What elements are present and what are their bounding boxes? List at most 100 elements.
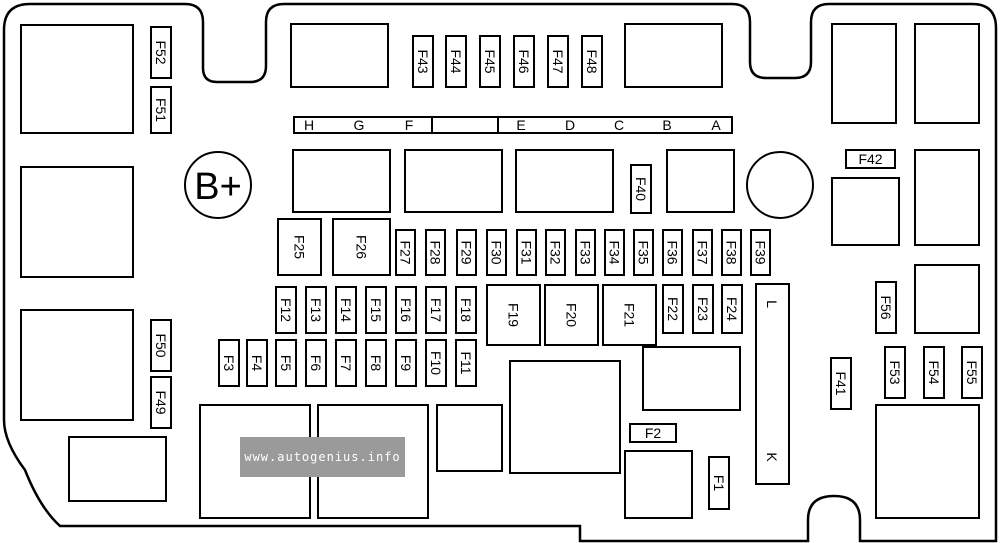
svg-text:F47: F47 xyxy=(550,49,566,73)
svg-text:F43: F43 xyxy=(415,49,431,73)
svg-text:F2: F2 xyxy=(645,425,662,441)
fuse-f34: F34 xyxy=(604,229,625,276)
fuse-f21: F21 xyxy=(602,284,657,346)
strip-letter-b: B xyxy=(662,117,671,133)
relay-block xyxy=(436,404,503,472)
fuse-f47: F47 xyxy=(547,35,569,88)
strip-letter-a: A xyxy=(711,117,721,133)
svg-text:F44: F44 xyxy=(448,49,464,73)
fuse-f54: F54 xyxy=(923,346,945,399)
fuse-f53: F53 xyxy=(884,346,906,399)
relay-block xyxy=(290,23,389,88)
strip-letter-f: F xyxy=(405,117,414,133)
svg-text:F1: F1 xyxy=(711,475,727,492)
svg-text:F11: F11 xyxy=(458,351,474,374)
fuse-f18: F18 xyxy=(455,286,477,334)
relay-block xyxy=(20,166,134,278)
relay-block xyxy=(914,264,980,334)
fuse-f13: F13 xyxy=(305,286,327,334)
relay-LK xyxy=(755,283,790,485)
svg-text:F29: F29 xyxy=(459,240,475,264)
svg-text:F19: F19 xyxy=(506,303,522,327)
fuse-f35: F35 xyxy=(633,229,654,276)
relay-block xyxy=(914,23,980,124)
relay-label-k: K xyxy=(764,452,780,462)
svg-text:F25: F25 xyxy=(292,235,308,259)
svg-text:F53: F53 xyxy=(887,360,903,384)
svg-text:F10: F10 xyxy=(428,351,444,375)
strip-letter-g: G xyxy=(354,117,365,133)
svg-text:F5: F5 xyxy=(278,355,294,372)
svg-text:F7: F7 xyxy=(338,355,354,372)
svg-text:F20: F20 xyxy=(564,303,580,327)
svg-text:F45: F45 xyxy=(482,49,498,73)
svg-text:F31: F31 xyxy=(519,240,535,264)
svg-text:F12: F12 xyxy=(278,298,294,322)
terminal-strip xyxy=(293,116,733,134)
fuse-f5: F5 xyxy=(275,339,297,387)
strip-letter-h: H xyxy=(304,117,314,133)
svg-text:F22: F22 xyxy=(665,297,681,321)
svg-text:F52: F52 xyxy=(153,40,169,64)
fuse-f19: F19 xyxy=(486,284,541,346)
fuse-f11: F11 xyxy=(455,339,477,387)
svg-text:F21: F21 xyxy=(622,303,638,327)
relay-block xyxy=(20,309,134,421)
svg-text:F15: F15 xyxy=(368,298,384,322)
fuse-f29: F29 xyxy=(456,229,477,276)
svg-text:F38: F38 xyxy=(724,240,740,264)
svg-text:F35: F35 xyxy=(636,240,652,264)
svg-text:F24: F24 xyxy=(724,297,740,321)
b-plus-terminal xyxy=(184,151,252,219)
relay-block xyxy=(642,346,741,411)
fuse-f51: F51 xyxy=(150,86,172,134)
fuse-f24: F24 xyxy=(721,284,743,334)
relay-block xyxy=(914,149,980,246)
strip-letter-e: E xyxy=(516,117,525,133)
relay-block xyxy=(404,149,503,213)
svg-text:F46: F46 xyxy=(516,49,532,73)
relay-block xyxy=(20,24,134,134)
relay-block xyxy=(831,177,900,246)
svg-text:F56: F56 xyxy=(878,295,894,319)
relay-block xyxy=(68,436,167,502)
svg-text:F9: F9 xyxy=(398,355,414,372)
fuse-f23: F23 xyxy=(692,284,714,334)
watermark: www.autogenius.info xyxy=(240,437,405,477)
fuse-f49: F49 xyxy=(150,376,172,429)
relay-block xyxy=(292,149,391,213)
svg-text:F50: F50 xyxy=(153,333,169,357)
fuse-f16: F16 xyxy=(395,286,417,334)
svg-text:F28: F28 xyxy=(428,240,444,264)
fuse-f12: F12 xyxy=(275,286,297,334)
svg-text:F8: F8 xyxy=(368,355,384,372)
fuse-f41: F41 xyxy=(830,357,852,410)
fuse-f14: F14 xyxy=(335,286,357,334)
relay-block xyxy=(624,450,693,519)
fuse-f15: F15 xyxy=(365,286,387,334)
relay-block xyxy=(509,360,621,474)
fuse-f48: F48 xyxy=(581,35,603,88)
fuse-f40: F40 xyxy=(630,164,652,214)
relay-label-l: L xyxy=(764,300,780,308)
svg-text:F3: F3 xyxy=(221,355,237,372)
fuse-f52: F52 xyxy=(150,26,172,79)
fuse-f45: F45 xyxy=(479,35,501,88)
svg-text:F13: F13 xyxy=(308,298,324,322)
fuse-f2: F2 xyxy=(629,423,677,443)
svg-text:F41: F41 xyxy=(833,371,849,395)
fuse-f36: F36 xyxy=(662,229,683,276)
relay-block xyxy=(875,404,980,519)
round-relay xyxy=(746,151,814,219)
fuse-f20: F20 xyxy=(544,284,599,346)
svg-text:F23: F23 xyxy=(695,297,711,321)
relay-block xyxy=(624,23,723,88)
fuse-f31: F31 xyxy=(516,229,537,276)
fuse-f8: F8 xyxy=(365,339,387,387)
fuse-f27: F27 xyxy=(395,229,416,276)
b-plus-label: B+ xyxy=(194,166,242,208)
fuse-f17: F17 xyxy=(425,286,447,334)
svg-text:F18: F18 xyxy=(458,298,474,322)
fuse-f50: F50 xyxy=(150,319,172,372)
